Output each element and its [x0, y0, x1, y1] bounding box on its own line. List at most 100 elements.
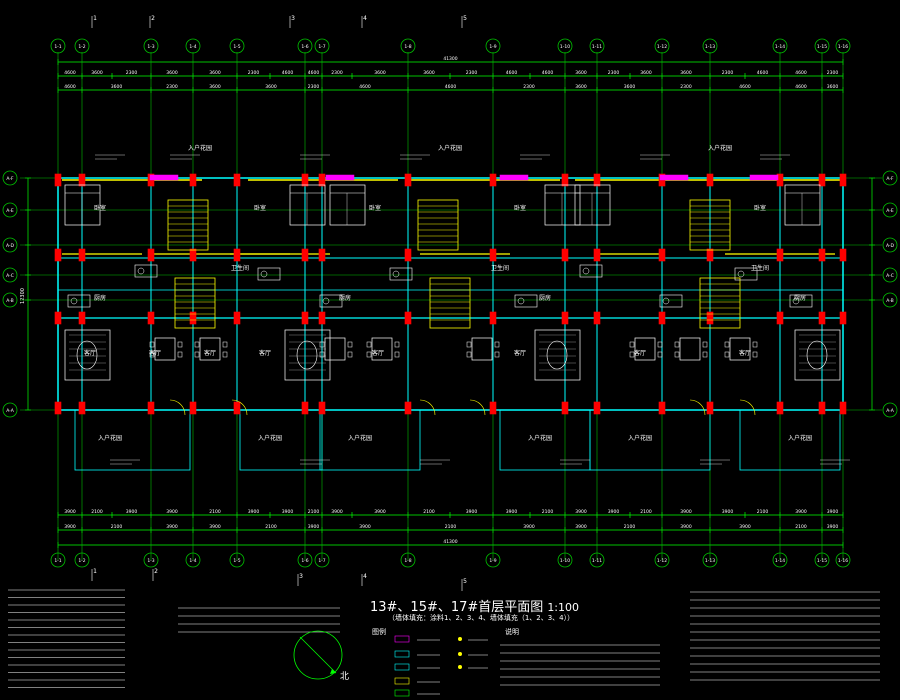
room-label: 入户花园 — [788, 434, 812, 442]
sink — [737, 270, 745, 278]
structural-column — [706, 173, 714, 187]
axis-bubble-top — [314, 38, 330, 54]
sofa-block — [284, 329, 331, 381]
axis-dimension-text: 2300 — [166, 84, 178, 90]
axis-label-left: A-F — [6, 176, 14, 182]
axis-label-top: 1-14 — [775, 44, 785, 50]
room-label: 入户花园 — [438, 144, 462, 152]
sink — [70, 297, 78, 305]
dining-table — [679, 337, 701, 361]
axis-label-top: 1-16 — [838, 44, 848, 50]
bottom-axis-dimension-text: 2100 — [795, 524, 807, 530]
structural-column — [78, 173, 86, 187]
door-swing — [689, 399, 706, 416]
bed-block — [329, 184, 366, 226]
axis-bubble-bottom — [143, 552, 159, 568]
structural-column — [233, 248, 241, 262]
axis-bubble-left — [2, 292, 18, 308]
highlight-marker — [659, 174, 689, 181]
axis-bubble-top — [557, 38, 573, 54]
top-dimension-text: 4600 — [542, 70, 554, 76]
axis-label-left: A-C — [6, 273, 14, 279]
top-dimension-text: 3600 — [423, 70, 435, 76]
chair — [319, 351, 325, 358]
structural-column — [839, 401, 847, 415]
structural-column — [404, 248, 412, 262]
bottom-axis-dimension-text: 3900 — [64, 524, 76, 530]
stair-outline — [167, 199, 209, 251]
structural-column — [301, 173, 309, 187]
axis-dimension-text: 3600 — [265, 84, 277, 90]
axis-grid: 1-11-11-21-21-31-31-41-41-51-51-61-61-71… — [2, 15, 898, 591]
structural-column — [839, 248, 847, 262]
structural-column — [593, 311, 601, 325]
axis-bubble-right — [882, 170, 898, 186]
chair — [347, 351, 353, 358]
chair — [494, 341, 500, 348]
bottom-axis-dimension-text: 2100 — [445, 524, 457, 530]
sink — [137, 267, 145, 275]
bottom-axis-dimension-text: 3900 — [739, 524, 751, 530]
axis-label-bottom: 1-5 — [233, 558, 240, 564]
axis-bubble-left — [2, 202, 18, 218]
structural-column — [147, 248, 155, 262]
chair — [724, 341, 730, 348]
axis-label-top: 1-10 — [560, 44, 570, 50]
axis-label-bottom: 1-4 — [189, 558, 196, 564]
counter-fixture — [789, 294, 813, 308]
stair-block — [699, 277, 741, 329]
north-arrow-circle — [293, 630, 343, 680]
axis-bubble-bottom — [557, 552, 573, 568]
chair — [752, 341, 758, 348]
axis-dimension-text: 3600 — [624, 84, 636, 90]
bed-outline — [574, 184, 611, 226]
axis-label-right: A-C — [886, 273, 894, 279]
structural-column — [489, 311, 497, 325]
scale-text: 1:100 — [547, 601, 580, 614]
wall-outlines — [54, 173, 847, 471]
structural-column — [818, 248, 826, 262]
axis-bubble-top — [835, 38, 851, 54]
chair — [347, 341, 353, 348]
axis-bubble-right — [882, 237, 898, 253]
entry-garden-outline — [239, 409, 323, 471]
axis-label-bottom: 1-1 — [54, 558, 61, 564]
room-label: 卧室 — [254, 204, 266, 212]
highlight-marker — [325, 174, 355, 181]
structural-column — [318, 311, 326, 325]
north-arrow-head — [330, 669, 336, 674]
bottom-axis-dimension-text: 3900 — [209, 524, 221, 530]
bottom-dimension-text: 2100 — [757, 509, 769, 515]
axis-bubble-bottom — [772, 552, 788, 568]
dining-table-block — [674, 337, 708, 361]
axis-bubble-left — [2, 170, 18, 186]
axis-label-left: A-A — [6, 408, 15, 414]
axis-dimension-text: 4600 — [795, 84, 807, 90]
axis-label-top: 1-15 — [817, 44, 827, 50]
chair — [222, 341, 228, 348]
room-labels: 卧室卧室卧室卧室卧室厨房厨房厨房厨房客厅客厅客厅客厅客厅客厅客厅客厅入户花园入户… — [84, 144, 850, 465]
structural-column — [561, 248, 569, 262]
axis-label-bottom: 1-16 — [838, 558, 848, 564]
structural-column — [706, 401, 714, 415]
room-label: 厨房 — [94, 294, 106, 302]
axis-label-left: A-D — [6, 243, 15, 249]
axis-label-top: 1-13 — [705, 44, 715, 50]
bottom-axis-dimension-text: 3900 — [166, 524, 178, 530]
dining-table — [371, 337, 393, 361]
sink — [662, 297, 670, 305]
chair — [466, 341, 472, 348]
structural-column — [233, 173, 241, 187]
axis-label-top: 1-2 — [78, 44, 85, 50]
structural-column — [404, 173, 412, 187]
section-marker-label: 5 — [463, 578, 467, 585]
chair — [194, 341, 200, 348]
structural-column — [593, 401, 601, 415]
axis-bubble-bottom — [297, 552, 313, 568]
section-marker-label: 4 — [363, 573, 367, 580]
axis-dimension-text: 2300 — [680, 84, 692, 90]
room-label: 入户花园 — [708, 144, 732, 152]
bottom-dimension-text: 3900 — [248, 509, 260, 515]
